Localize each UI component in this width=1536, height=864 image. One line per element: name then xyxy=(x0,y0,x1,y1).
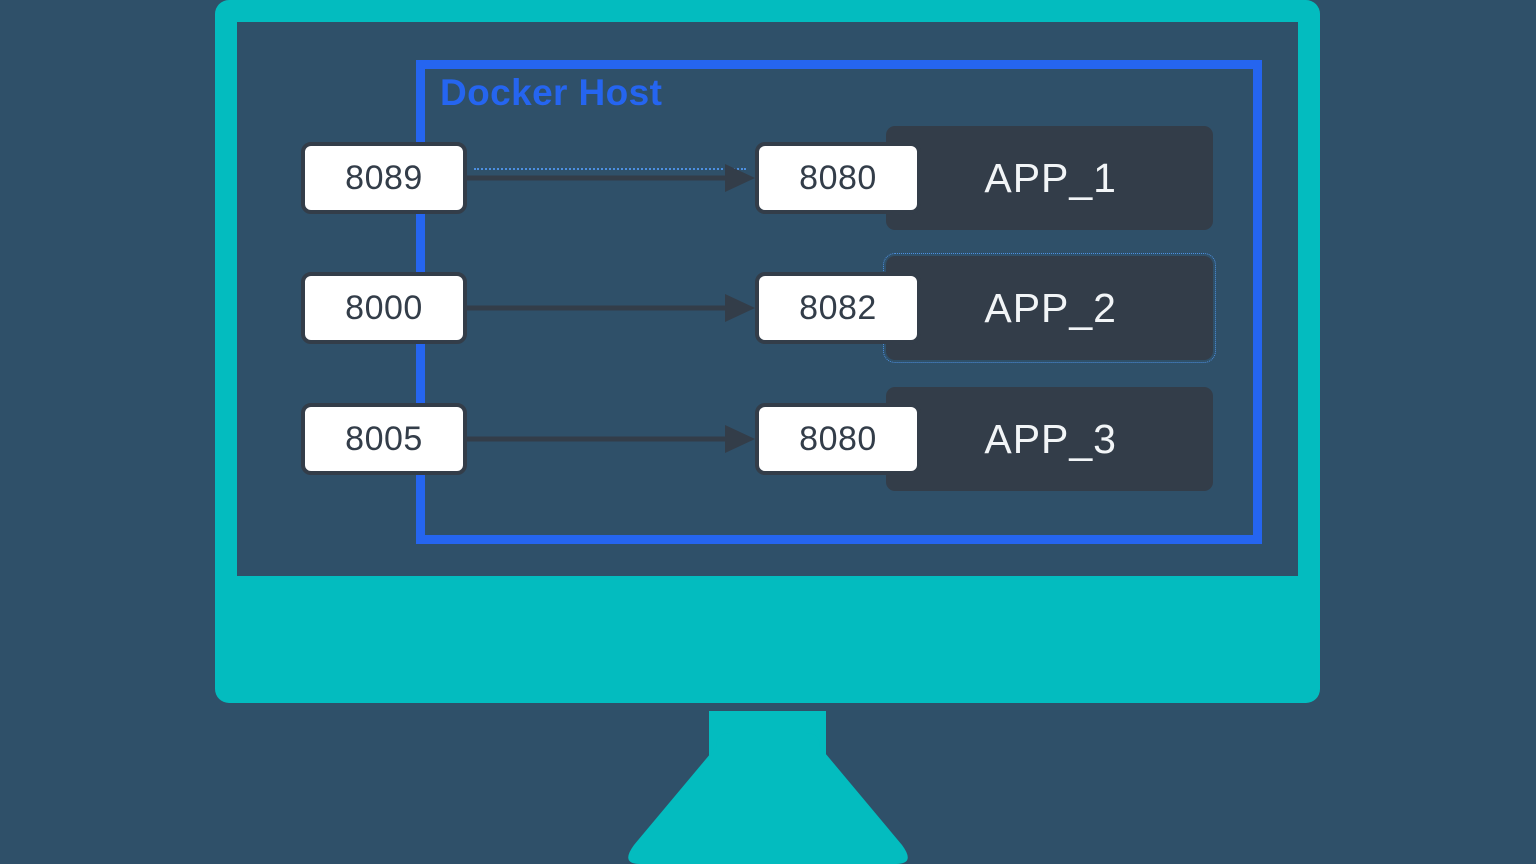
container-port-label: 8080 xyxy=(799,419,877,458)
container-port-label: 8080 xyxy=(799,158,877,197)
docker-host-title: Docker Host xyxy=(440,72,663,113)
host-port-box[interactable]: 8089 xyxy=(301,142,467,214)
monitor-stand-base xyxy=(620,733,916,864)
port-mapping-row: APP_3 8005 8080 xyxy=(0,379,1536,499)
host-port-label: 8005 xyxy=(345,419,423,458)
port-mapping-arrow xyxy=(467,421,755,457)
app-label: APP_2 xyxy=(984,284,1117,331)
port-mapping-row: APP_1 8089 8080 xyxy=(0,118,1536,238)
app-container-box[interactable]: APP_1 xyxy=(886,126,1213,230)
host-port-label: 8000 xyxy=(345,288,423,327)
container-port-box[interactable]: 8080 xyxy=(755,142,921,214)
container-port-box[interactable]: 8082 xyxy=(755,272,921,344)
app-container-box[interactable]: APP_2 xyxy=(883,253,1216,363)
app-label: APP_1 xyxy=(984,154,1117,201)
container-port-label: 8082 xyxy=(799,288,877,327)
port-link-dotted xyxy=(474,168,746,170)
host-port-box[interactable]: 8000 xyxy=(301,272,467,344)
app-label: APP_3 xyxy=(984,415,1117,462)
port-mapping-arrow xyxy=(467,160,755,196)
container-port-box[interactable]: 8080 xyxy=(755,403,921,475)
host-port-box[interactable]: 8005 xyxy=(301,403,467,475)
port-mapping-arrow xyxy=(467,290,755,326)
app-container-box[interactable]: APP_3 xyxy=(886,387,1213,491)
port-mapping-row: APP_2 8000 8082 xyxy=(0,248,1536,368)
host-port-label: 8089 xyxy=(345,158,423,197)
